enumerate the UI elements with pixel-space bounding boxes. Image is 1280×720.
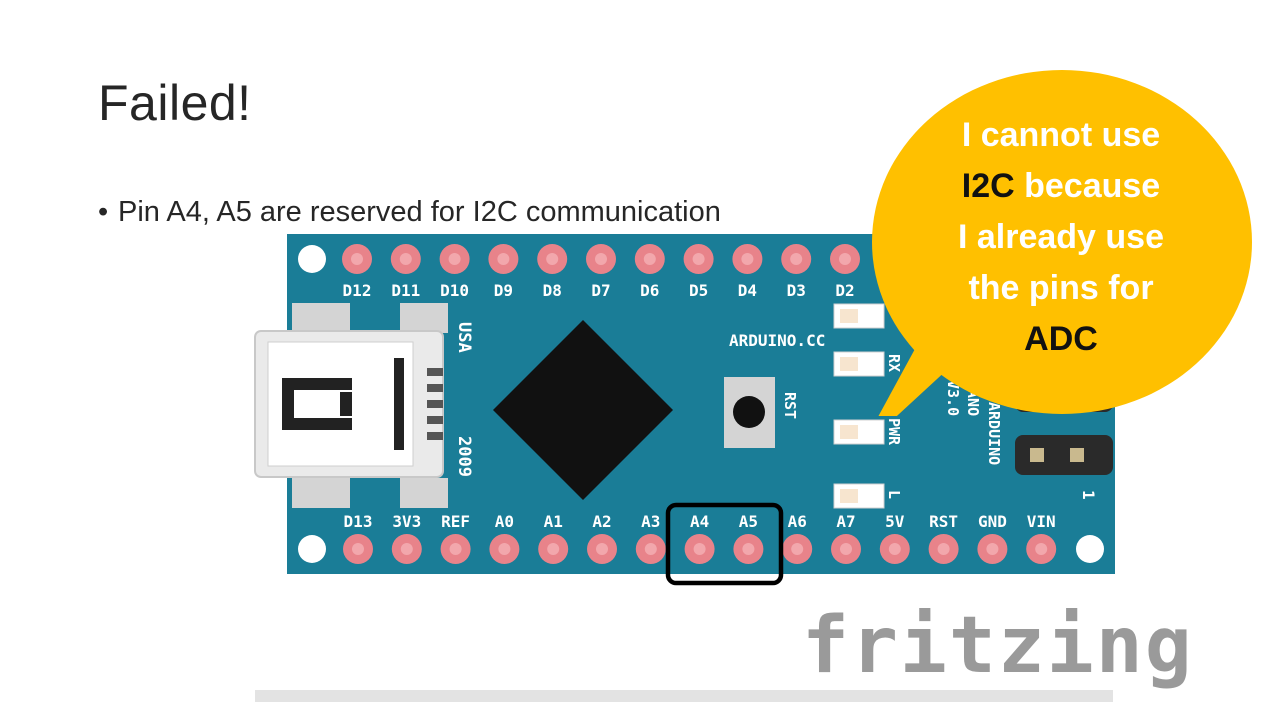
- bullet-dot: •: [98, 196, 109, 228]
- bottom-pad-hole: [840, 543, 852, 555]
- top-pad-hole: [741, 253, 754, 265]
- bottom-pad-hole: [498, 543, 511, 555]
- a4-a5-highlight-box: [665, 502, 784, 586]
- top-pin-label-d2: D2: [835, 281, 854, 300]
- top-pad-hole: [351, 253, 363, 265]
- bottom-pad-hole: [937, 543, 950, 555]
- bottom-pad-hole: [547, 543, 560, 555]
- bottom-pad-hole: [352, 543, 364, 555]
- silk-year: 2009: [454, 436, 474, 477]
- bottom-pin-label-5v: 5V: [885, 512, 905, 531]
- silk-led-pwr: PWR: [885, 418, 903, 446]
- top-pin-label-d8: D8: [543, 281, 562, 300]
- bottom-pad-hole: [888, 543, 901, 555]
- mounting-hole-icon: [298, 245, 326, 273]
- bottom-pin-label-a4: A4: [690, 512, 709, 531]
- silk-header-pin: 1: [1079, 490, 1098, 500]
- callout-line-5: ADC: [1024, 320, 1098, 358]
- top-pad-hole: [790, 253, 803, 265]
- top-pin-label-d5: D5: [689, 281, 708, 300]
- top-pad-hole: [643, 253, 656, 265]
- bottom-pad-hole: [986, 543, 999, 555]
- bottom-pin-label-a2: A2: [592, 512, 611, 531]
- silk-side-name: ARDUINO: [985, 402, 1003, 465]
- bullet-text: Pin A4, A5 are reserved for I2C communic…: [118, 196, 721, 228]
- callout-text: I cannot use I2C because I already use t…: [878, 110, 1244, 365]
- silk-led-l: L: [885, 490, 903, 499]
- bottom-pad-hole: [1035, 543, 1048, 555]
- bottom-pin-label-a3: A3: [641, 512, 660, 531]
- silk-usa: USA: [454, 322, 474, 353]
- fritzing-watermark: fritzing: [802, 601, 1194, 691]
- top-pin-label-d12: D12: [343, 281, 372, 300]
- silk-reset: RST: [781, 392, 799, 419]
- bottom-pad-hole: [400, 543, 413, 555]
- watermark-strip: [255, 690, 1113, 702]
- top-pin-label-d4: D4: [738, 281, 757, 300]
- top-pin-label-d7: D7: [591, 281, 610, 300]
- usb-connector-icon: [254, 303, 448, 508]
- top-pad-hole: [595, 253, 607, 265]
- reset-button-icon: [724, 377, 775, 448]
- top-pad-hole: [399, 253, 412, 265]
- bottom-pad-hole: [644, 543, 657, 555]
- top-pad-hole: [546, 253, 559, 265]
- callout-line-1: I cannot use: [961, 116, 1161, 154]
- mounting-hole-icon: [1076, 535, 1104, 563]
- silk-site: ARDUINO.CC: [729, 331, 825, 350]
- slide-title: Failed!: [98, 75, 252, 131]
- bottom-pad-hole: [693, 543, 706, 555]
- top-pin-label-d6: D6: [640, 281, 659, 300]
- silk-side-version: V3.0: [944, 380, 962, 416]
- bottom-pin-label-vin: VIN: [1027, 512, 1056, 531]
- top-pin-label-d11: D11: [391, 281, 420, 300]
- top-pin-label-d9: D9: [494, 281, 513, 300]
- bottom-pin-label-gnd: GND: [978, 512, 1007, 531]
- bottom-pad-hole: [449, 543, 462, 555]
- bottom-pin-label-ref: REF: [441, 512, 470, 531]
- top-pad-hole: [448, 253, 461, 265]
- bottom-pin-label-a1: A1: [544, 512, 563, 531]
- bottom-pad-hole: [742, 543, 755, 555]
- bottom-pad-hole: [596, 543, 608, 555]
- bottom-pin-label-d13: D13: [344, 512, 373, 531]
- top-pad-hole: [692, 253, 705, 265]
- top-pin-row: D12 D11 D10 D9 D8 D7 D6 D5 D4 D3 D2: [342, 244, 860, 300]
- top-pad-hole: [497, 253, 510, 265]
- bottom-pad-hole: [791, 543, 804, 555]
- bottom-pin-label-a5: A5: [739, 512, 758, 531]
- bottom-pin-label-a0: A0: [495, 512, 514, 531]
- callout-line-2-rest: because: [1014, 167, 1161, 205]
- callout-line-3: I already use: [957, 218, 1164, 256]
- callout-line-2: I2C because: [878, 161, 1244, 212]
- mounting-hole-icon: [298, 535, 326, 563]
- bottom-pin-label-a6: A6: [788, 512, 807, 531]
- silk-side-model: NANO: [964, 380, 982, 416]
- bottom-pin-label-a7: A7: [836, 512, 855, 531]
- bottom-pin-label-rst: RST: [929, 512, 958, 531]
- top-pin-label-d10: D10: [440, 281, 469, 300]
- bottom-pin-label-3v3: 3V3: [392, 512, 421, 531]
- bottom-pin-row: D13 3V3 REF A0 A1 A2 A3 A4 A5 A6 A7 5V RST GND VIN: [343, 512, 1057, 564]
- callout-line-4: the pins for: [968, 269, 1154, 307]
- bullet-item: • Pin A4, A5 are reserved for I2C communi…: [98, 196, 721, 229]
- microcontroller-chip-icon: [493, 320, 673, 500]
- top-pad-hole: [839, 253, 851, 265]
- top-pin-label-d3: D3: [787, 281, 806, 300]
- callout-emphasis: I2C: [961, 167, 1015, 205]
